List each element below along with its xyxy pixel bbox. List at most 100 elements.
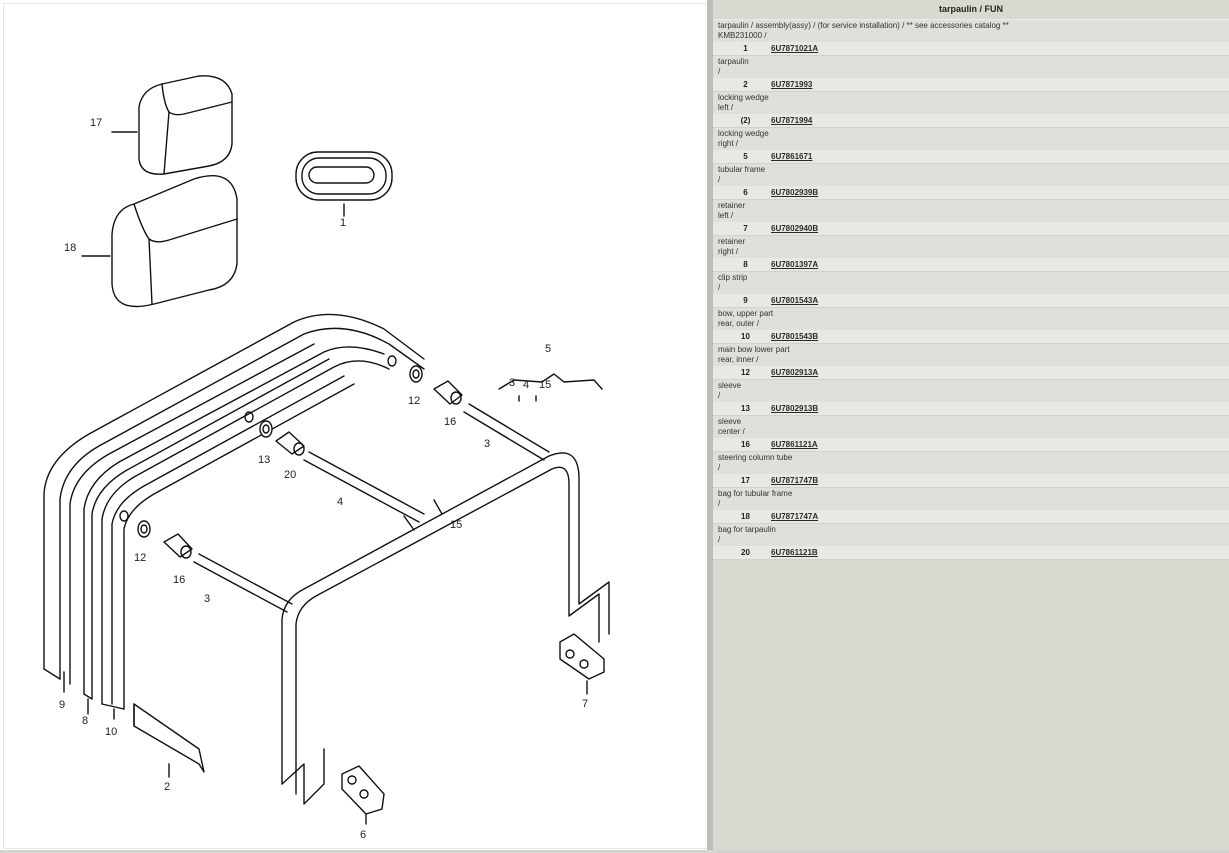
- part-number-link[interactable]: 6U7871993: [771, 80, 813, 89]
- callout-9: 9: [59, 699, 65, 711]
- callout-17: 17: [90, 117, 102, 129]
- part-position: 18: [741, 512, 750, 521]
- callout-16-top: 16: [444, 416, 456, 428]
- part-description-line: retainer: [718, 201, 746, 210]
- callout-numbers: 17 18 1 5 3 4 15 12 16 3 13 20 4 15 12 1…: [59, 117, 588, 841]
- part-number-link[interactable]: 6U7871747B: [771, 476, 819, 485]
- part-description-line: sleeve: [718, 417, 742, 426]
- bag-17-drawing[interactable]: [138, 75, 233, 175]
- callout-15: 15: [450, 519, 462, 531]
- part-number-link[interactable]: 6U7801543A: [771, 296, 819, 305]
- callout-12: 12: [134, 552, 146, 564]
- callout-15-top: 15: [539, 379, 551, 391]
- callout-16: 16: [173, 574, 185, 586]
- part-description-line: center /: [718, 427, 745, 436]
- wedge-2-drawing[interactable]: [133, 703, 205, 778]
- part-description: bag for tubular frame/: [713, 488, 1229, 510]
- part-number-link[interactable]: 6U7802939B: [771, 188, 819, 197]
- part-position: 9: [743, 296, 748, 305]
- part-number-link[interactable]: 6U7801543B: [771, 332, 819, 341]
- parts-list-pane: tarpaulin / FUN tarpaulin / assembly(ass…: [713, 0, 1229, 850]
- part-description-line: /: [718, 535, 721, 544]
- part-number-link[interactable]: 6U7802913A: [771, 368, 819, 377]
- part-number-link[interactable]: 6U7871747A: [771, 512, 819, 521]
- tarpaulin-1-drawing[interactable]: [295, 151, 393, 217]
- part-position: 16: [741, 440, 750, 449]
- sleeves-tubes-drawing[interactable]: [137, 365, 550, 613]
- callout-7: 7: [582, 698, 588, 710]
- part-number-link[interactable]: 6U7861671: [771, 152, 813, 161]
- part-row[interactable]: 9 6U7801543A: [713, 294, 1229, 308]
- assembly-code: KMB231000 /: [718, 31, 767, 40]
- part-position: 12: [741, 368, 750, 377]
- part-row[interactable]: (2) 6U7871994: [713, 114, 1229, 128]
- part-number-link[interactable]: 6U7871021A: [771, 44, 819, 53]
- assembly-description-line: tarpaulin / assembly(assy) / (for servic…: [718, 21, 1009, 30]
- callout-3-mid: 3: [484, 438, 490, 450]
- part-description: steering column tube/: [713, 452, 1229, 474]
- part-number-link[interactable]: 6U7801397A: [771, 260, 819, 269]
- parts-list-title: tarpaulin / FUN: [713, 0, 1229, 20]
- callout-3-top: 3: [509, 377, 515, 389]
- part-description-line: rear, outer /: [718, 319, 759, 328]
- part-position: (2): [740, 116, 751, 125]
- callout-4: 4: [337, 496, 343, 508]
- retainer-6-drawing[interactable]: [341, 765, 385, 825]
- part-number-link[interactable]: 6U7802940B: [771, 224, 819, 233]
- leader-lines: [63, 131, 138, 720]
- part-row[interactable]: 17 6U7871747B: [713, 474, 1229, 488]
- callout-1: 1: [340, 217, 346, 229]
- callout-20: 20: [284, 469, 296, 481]
- part-number-link[interactable]: 6U7861121B: [771, 548, 818, 557]
- part-number-link[interactable]: 6U7871994: [771, 116, 813, 125]
- part-position: 1: [743, 44, 748, 53]
- part-description-line: /: [718, 175, 721, 184]
- part-position: 8: [743, 260, 748, 269]
- part-description-line: /: [718, 463, 721, 472]
- part-position: 7: [743, 224, 748, 233]
- frame-5-sketch: [498, 373, 603, 402]
- part-row[interactable]: 18 6U7871747A: [713, 510, 1229, 524]
- part-description-line: bag for tarpaulin: [718, 525, 776, 534]
- assembly-description: tarpaulin / assembly(assy) / (for servic…: [713, 20, 1229, 42]
- bag-18-drawing[interactable]: [111, 175, 238, 308]
- bow-rails-drawing[interactable]: [43, 313, 425, 710]
- part-description-line: bag for tubular frame: [718, 489, 793, 498]
- part-position: 17: [741, 476, 750, 485]
- main-frame-15-drawing[interactable]: [281, 452, 610, 805]
- exploded-view-drawing: 17 18 1 5 3 4 15 12 16 3 13 20 4 15 12 1…: [43, 75, 610, 841]
- part-row[interactable]: 12 6U7802913A: [713, 366, 1229, 380]
- part-row[interactable]: 6 6U7802939B: [713, 186, 1229, 200]
- retainer-7-drawing[interactable]: [559, 633, 605, 695]
- part-description: tubular frame/: [713, 164, 1229, 186]
- part-position: 6: [743, 188, 748, 197]
- part-description-line: clip strip: [718, 273, 748, 282]
- part-position: 10: [741, 332, 750, 341]
- callout-5: 5: [545, 343, 551, 355]
- pane-splitter[interactable]: [707, 0, 713, 850]
- part-description-line: retainer: [718, 237, 746, 246]
- part-row[interactable]: 8 6U7801397A: [713, 258, 1229, 272]
- part-description-line: /: [718, 283, 721, 292]
- part-row[interactable]: 7 6U7802940B: [713, 222, 1229, 236]
- callout-6: 6: [360, 829, 366, 841]
- part-description-line: sleeve: [718, 381, 742, 390]
- part-number-link[interactable]: 6U7802913B: [771, 404, 819, 413]
- part-row[interactable]: 16 6U7861121A: [713, 438, 1229, 452]
- callout-13: 13: [258, 454, 270, 466]
- part-description-line: steering column tube: [718, 453, 793, 462]
- part-description-line: /: [718, 499, 721, 508]
- part-row[interactable]: 10 6U7801543B: [713, 330, 1229, 344]
- part-number-link[interactable]: 6U7861121A: [771, 440, 818, 449]
- part-row[interactable]: 1 6U7871021A: [713, 42, 1229, 56]
